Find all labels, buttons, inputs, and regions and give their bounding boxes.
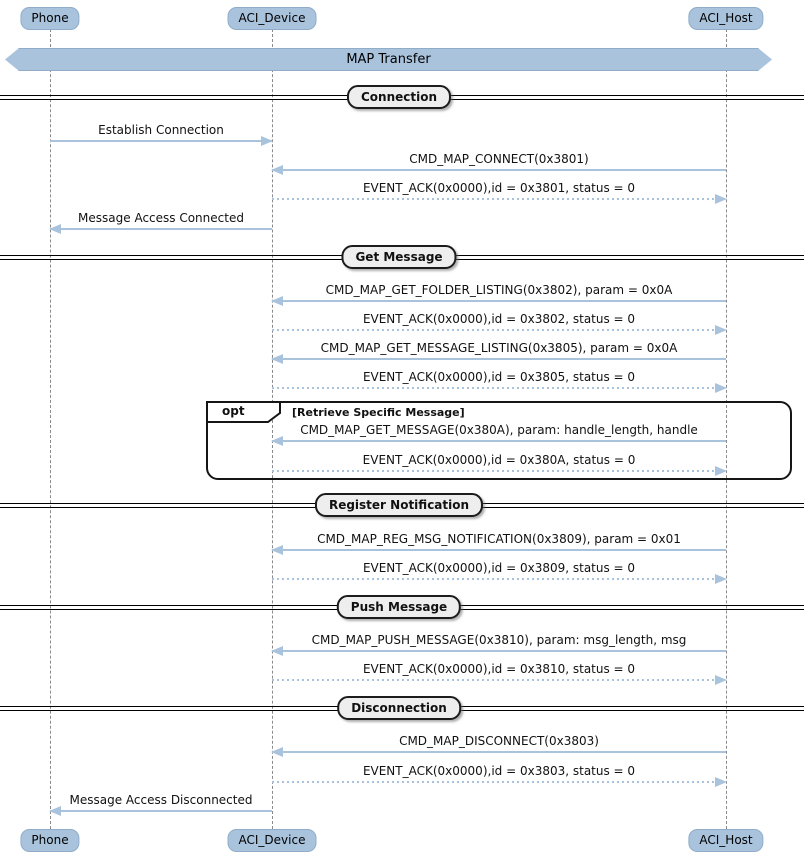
message-label: Message Access Disconnected <box>69 793 253 807</box>
message-arrow-right-dotted <box>272 325 727 335</box>
message-label: EVENT_ACK(0x0000),id = 0x3801, status = … <box>362 181 636 195</box>
message-label: CMD_MAP_DISCONNECT(0x3803) <box>399 734 599 748</box>
message-arrow-left <box>49 224 272 234</box>
message-arrow-right-dotted <box>272 574 727 584</box>
message-arrow-left <box>271 354 726 364</box>
lifeline-aci-device <box>272 29 273 829</box>
participant-box-phone-top: Phone <box>20 7 80 30</box>
opt-tab-pentagon <box>206 401 281 423</box>
message-arrow-right-dotted <box>272 777 727 787</box>
opt-keyword: opt <box>222 404 245 418</box>
message-label: EVENT_ACK(0x0000),id = 0x3803, status = … <box>362 764 636 778</box>
message-label: CMD_MAP_GET_FOLDER_LISTING(0x3802), para… <box>325 283 673 297</box>
message-arrow-left <box>49 806 272 816</box>
section-label-get-message: Get Message <box>341 245 457 269</box>
message-arrow-left <box>271 165 726 175</box>
section-label-push-message: Push Message <box>336 595 462 619</box>
message-label: Establish Connection <box>98 123 224 137</box>
message-arrow-left <box>271 436 726 446</box>
message-arrow-right <box>50 136 273 146</box>
section-label-disconnection: Disconnection <box>337 696 461 720</box>
message-arrow-left <box>271 646 726 656</box>
participant-box-aci-host-top: ACI_Host <box>688 7 764 30</box>
opt-frame: opt [Retrieve Specific Message] <box>206 401 792 480</box>
message-arrow-left <box>271 296 726 306</box>
section-label-register-notification: Register Notification <box>314 493 484 517</box>
message-arrow-right-dotted <box>272 466 727 476</box>
banner-label: MAP Transfer <box>346 52 431 67</box>
message-label: EVENT_ACK(0x0000),id = 0x3809, status = … <box>362 561 636 575</box>
message-label: CMD_MAP_PUSH_MESSAGE(0x3810), param: msg… <box>311 633 687 647</box>
opt-guard: [Retrieve Specific Message] <box>292 406 465 419</box>
message-label: CMD_MAP_GET_MESSAGE_LISTING(0x3805), par… <box>320 341 678 355</box>
map-transfer-banner: MAP Transfer <box>5 48 772 71</box>
message-label: Message Access Connected <box>78 211 244 225</box>
participant-box-phone-bottom: Phone <box>20 829 80 852</box>
message-label: EVENT_ACK(0x0000),id = 0x3802, status = … <box>362 312 636 326</box>
message-label: CMD_MAP_REG_MSG_NOTIFICATION(0x3809), pa… <box>317 532 681 546</box>
lifeline-aci-host <box>726 29 727 829</box>
message-arrow-right-dotted <box>272 675 727 685</box>
message-label: CMD_MAP_CONNECT(0x3801) <box>409 152 589 166</box>
lifeline-phone <box>50 29 51 829</box>
section-label-connection: Connection <box>346 85 452 109</box>
message-arrow-right-dotted <box>272 383 727 393</box>
participant-box-aci-device-top: ACI_Device <box>227 7 317 30</box>
message-arrow-left <box>271 545 726 555</box>
message-label: EVENT_ACK(0x0000),id = 0x380A, status = … <box>362 453 636 467</box>
message-arrow-left <box>271 747 726 757</box>
message-label: EVENT_ACK(0x0000),id = 0x3810, status = … <box>362 662 636 676</box>
message-arrow-right-dotted <box>272 194 727 204</box>
participant-box-aci-host-bottom: ACI_Host <box>688 829 764 852</box>
message-label: EVENT_ACK(0x0000),id = 0x3805, status = … <box>362 370 636 384</box>
message-label: CMD_MAP_GET_MESSAGE(0x380A), param: hand… <box>300 423 698 437</box>
participant-box-aci-device-bottom: ACI_Device <box>227 829 317 852</box>
